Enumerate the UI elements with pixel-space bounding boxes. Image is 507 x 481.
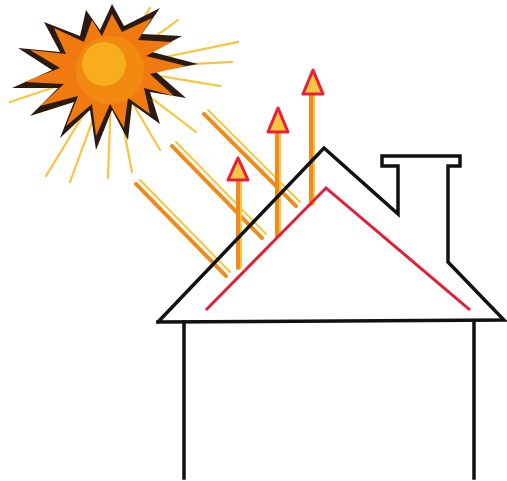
house-icon bbox=[158, 148, 504, 478]
roof-reflective-layer bbox=[206, 188, 470, 310]
up-arrow-icon bbox=[303, 70, 323, 204]
sun-core-highlight bbox=[82, 42, 126, 86]
sun-icon bbox=[10, 4, 238, 182]
